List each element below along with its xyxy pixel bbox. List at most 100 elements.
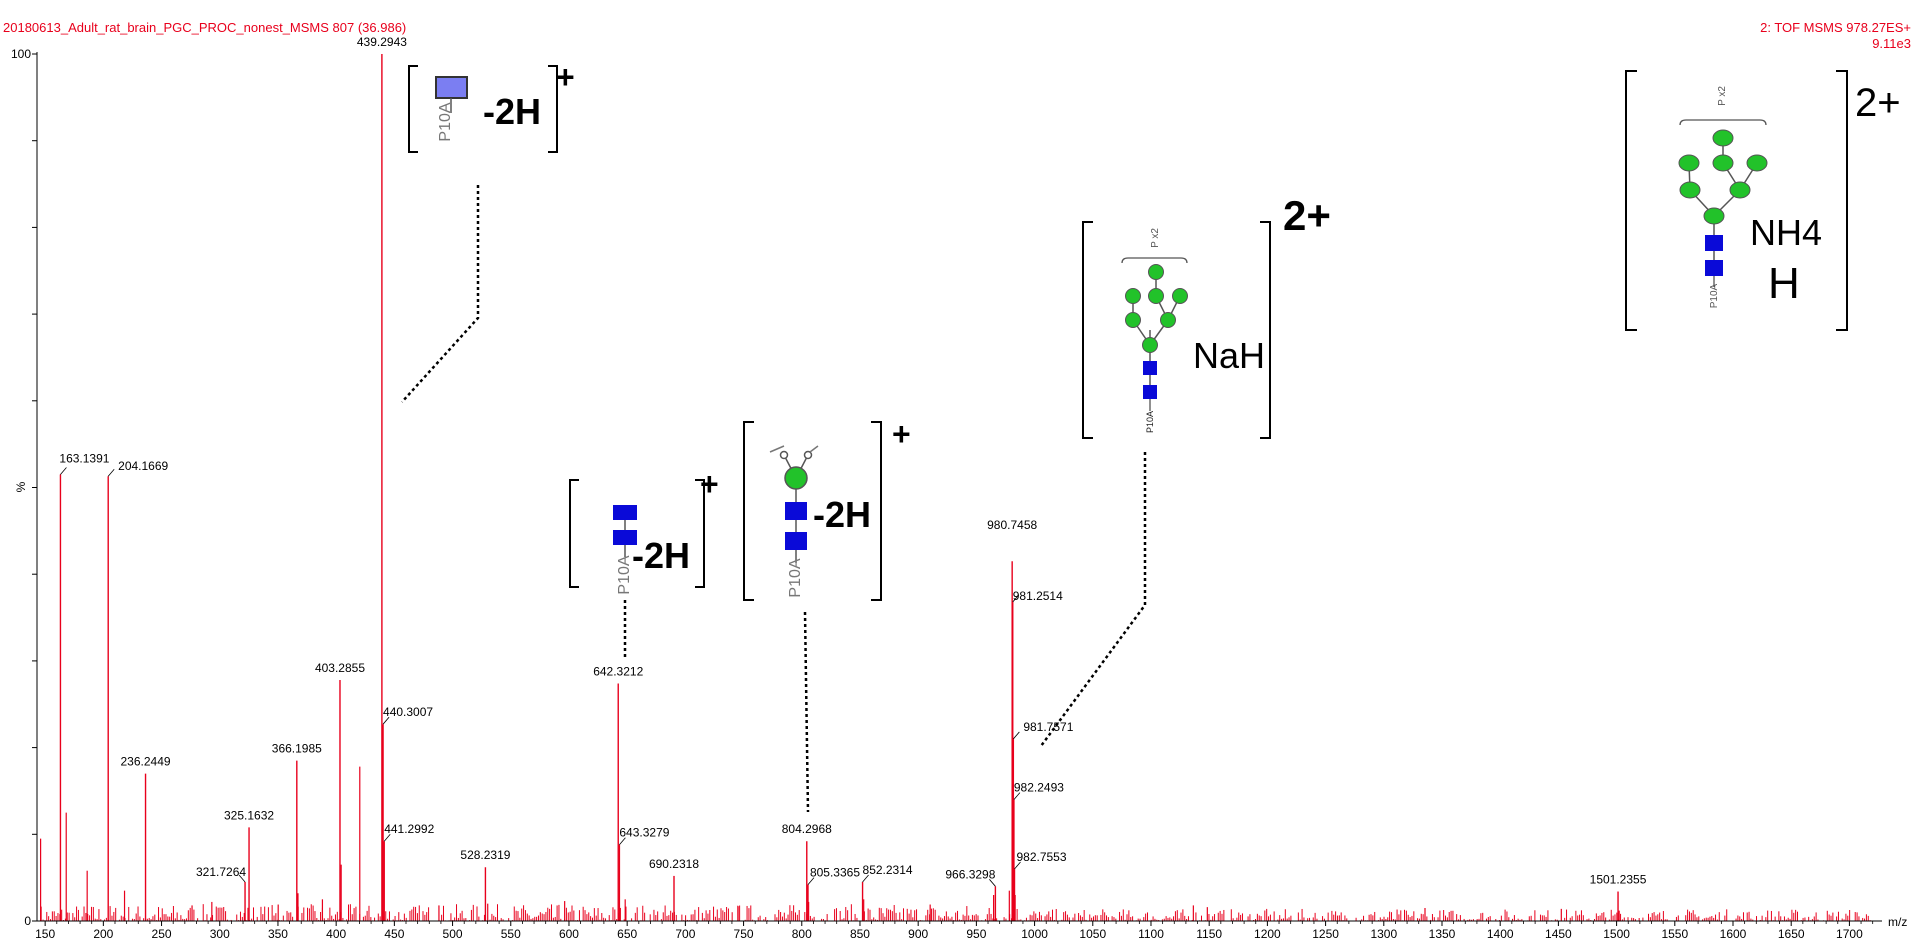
x-tick-label: 750 <box>734 927 754 941</box>
x-tick-label: 1500 <box>1603 927 1630 941</box>
adduct-label-line1: NH4 <box>1750 212 1822 253</box>
hexnac-square-2 <box>613 530 637 545</box>
peak-label-leader <box>619 837 626 845</box>
reducing-end-tag: P10A <box>1145 411 1155 433</box>
spectrum-peaks <box>40 54 1620 921</box>
adduct-label-line2: H <box>1768 259 1800 308</box>
hexnac-square-2 <box>1705 260 1723 276</box>
peak-label: 528.2319 <box>460 848 510 862</box>
x-tick-label: 950 <box>966 927 986 941</box>
loss-label: -2H <box>483 91 541 132</box>
peak-label-leader <box>807 877 815 885</box>
bracket-right <box>871 421 882 601</box>
repeat-brace <box>1121 257 1188 264</box>
bracket-right <box>548 65 558 153</box>
peak-label: 690.2318 <box>649 857 699 871</box>
bracket-right <box>1260 221 1271 439</box>
y-tick-label-0: 0 <box>24 914 31 928</box>
charge-label: + <box>892 416 911 452</box>
x-tick-label: 1200 <box>1254 927 1281 941</box>
peak-label: 852.2314 <box>863 863 913 877</box>
hexnac-square-2 <box>785 532 807 550</box>
hexose-circle <box>1678 154 1700 172</box>
x-tick-label: 1350 <box>1429 927 1456 941</box>
peak-label-leader <box>1012 594 1020 603</box>
bracket-left <box>569 479 579 588</box>
hexose-circle <box>1712 154 1734 172</box>
bracket-left <box>1625 70 1637 331</box>
x-tick-label: 400 <box>326 927 346 941</box>
glycan-annotation-439: P10A -2H + <box>401 59 575 403</box>
x-tick-label: 600 <box>559 927 579 941</box>
x-tick-label: 500 <box>443 927 463 941</box>
hexose-circle <box>1125 312 1141 328</box>
hexose-circle <box>1142 337 1158 353</box>
hexose-circle <box>1148 288 1164 304</box>
hexnac-square-1 <box>1143 361 1157 375</box>
peak-label-leader <box>60 467 67 475</box>
peak-label-leader <box>862 874 869 883</box>
x-tick-label: 250 <box>152 927 172 941</box>
peak-label: 982.7553 <box>1016 850 1066 864</box>
charge-label: + <box>700 466 719 502</box>
y-tick-label-100: 100 <box>11 47 31 61</box>
glycan-annotation-642: P10A -2H + <box>569 466 719 658</box>
leader-line <box>803 611 810 813</box>
charge-label: 2+ <box>1855 81 1901 125</box>
peak-label-leader <box>107 468 115 477</box>
x-tick-label: 1700 <box>1836 927 1863 941</box>
peak-label: 642.3212 <box>593 664 643 678</box>
peak-label: 966.3298 <box>945 867 995 881</box>
x-tick-label: 1150 <box>1196 927 1222 941</box>
peak-label-leader <box>383 833 391 842</box>
x-tick-label: 200 <box>93 927 113 941</box>
substituent-node <box>803 450 813 460</box>
reducing-end-tag: P10A <box>616 555 633 594</box>
peak-label: 804.2968 <box>782 822 832 836</box>
peak-label: 204.1669 <box>118 459 168 473</box>
peak-label: 366.1985 <box>272 742 322 756</box>
base-peak-intensity: 9.11e3 <box>1872 36 1911 51</box>
scan-info: 2: TOF MSMS 978.27ES+ 9.11e3 <box>1760 20 1911 52</box>
charge-label: 2+ <box>1283 192 1331 239</box>
peak-label-leader <box>989 879 996 887</box>
hexose-circle <box>1703 207 1725 225</box>
x-tick-label: 350 <box>268 927 288 941</box>
spectrum-title: 20180613_Adult_rat_brain_PGC_PROC_nonest… <box>3 20 407 35</box>
reducing-end-tag: P10A <box>1709 283 1720 308</box>
x-tick-label: 1300 <box>1370 927 1397 941</box>
bracket-right <box>695 479 705 588</box>
x-tick-label: 1400 <box>1487 927 1514 941</box>
x-tick-label: 1100 <box>1138 927 1164 941</box>
substituent-node <box>779 450 789 460</box>
hexnac-square-1 <box>1705 235 1723 251</box>
peak-label: 805.3365 <box>810 866 860 880</box>
x-tick-label: 1250 <box>1312 927 1339 941</box>
peak-label: 980.7458 <box>987 518 1037 532</box>
hexose-circle <box>1679 181 1701 199</box>
repeat-label: P x2 <box>1150 228 1161 248</box>
peak-label-leader <box>1014 861 1021 870</box>
peak-label: 440.3007 <box>383 705 433 719</box>
peak-label: 403.2855 <box>315 661 365 675</box>
hexose-circle <box>1125 288 1141 304</box>
x-tick-label: 1600 <box>1720 927 1747 941</box>
x-tick-label: 800 <box>792 927 812 941</box>
y-axis-label: % <box>14 481 28 492</box>
x-tick-label: 150 <box>35 927 55 941</box>
x-tick-label: 1450 <box>1545 927 1572 941</box>
bracket-left <box>743 421 754 601</box>
substituent-bracket <box>769 445 819 453</box>
glycan-annotation-804: P10A -2H + <box>743 416 911 813</box>
peak-label: 441.2992 <box>384 822 434 836</box>
leader-line <box>1039 452 1147 747</box>
galnac-square <box>435 76 468 99</box>
hexose-circle <box>1148 264 1164 280</box>
repeat-brace <box>1679 119 1767 126</box>
x-tick-label: 1550 <box>1661 927 1688 941</box>
peak-label: 981.2514 <box>1013 589 1063 603</box>
peak-label: 439.2943 <box>357 35 407 49</box>
bracket-right <box>1836 70 1848 331</box>
